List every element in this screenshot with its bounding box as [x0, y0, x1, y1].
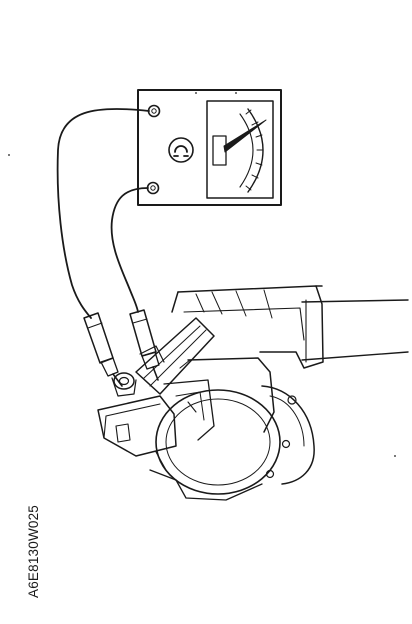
- flange-bolt-3: [265, 469, 275, 479]
- figure-caption: A6E8130W025: [26, 504, 41, 598]
- flange-bolt-1: [287, 395, 297, 405]
- ohmmeter-needle: [223, 119, 267, 153]
- omega-icon: [168, 137, 194, 163]
- test-lead-wire-2: [110, 187, 149, 313]
- ohmmeter-needle-pivot: [212, 135, 227, 166]
- ohmmeter-scale-ticks: [245, 109, 264, 191]
- ohmmeter-terminal-top: [147, 104, 161, 118]
- test-probe-2: [129, 309, 160, 381]
- flange-bolt-2: [281, 439, 291, 449]
- ohmmeter: [137, 89, 282, 206]
- sensor-socket: [113, 372, 135, 390]
- ohmmeter-scale-arc-inner: [239, 113, 254, 188]
- sensor-connector: [97, 317, 215, 457]
- test-lead-wire-1: [56, 108, 150, 319]
- ohmmeter-body: [137, 89, 282, 206]
- ohmmeter-gauge-window: [206, 100, 274, 199]
- test-probe-1: [83, 312, 123, 387]
- throttle-disk: [155, 389, 281, 495]
- ohmmeter-terminal-bottom: [146, 181, 160, 195]
- scan-specks: [8, 92, 396, 457]
- component-housing: [149, 285, 409, 501]
